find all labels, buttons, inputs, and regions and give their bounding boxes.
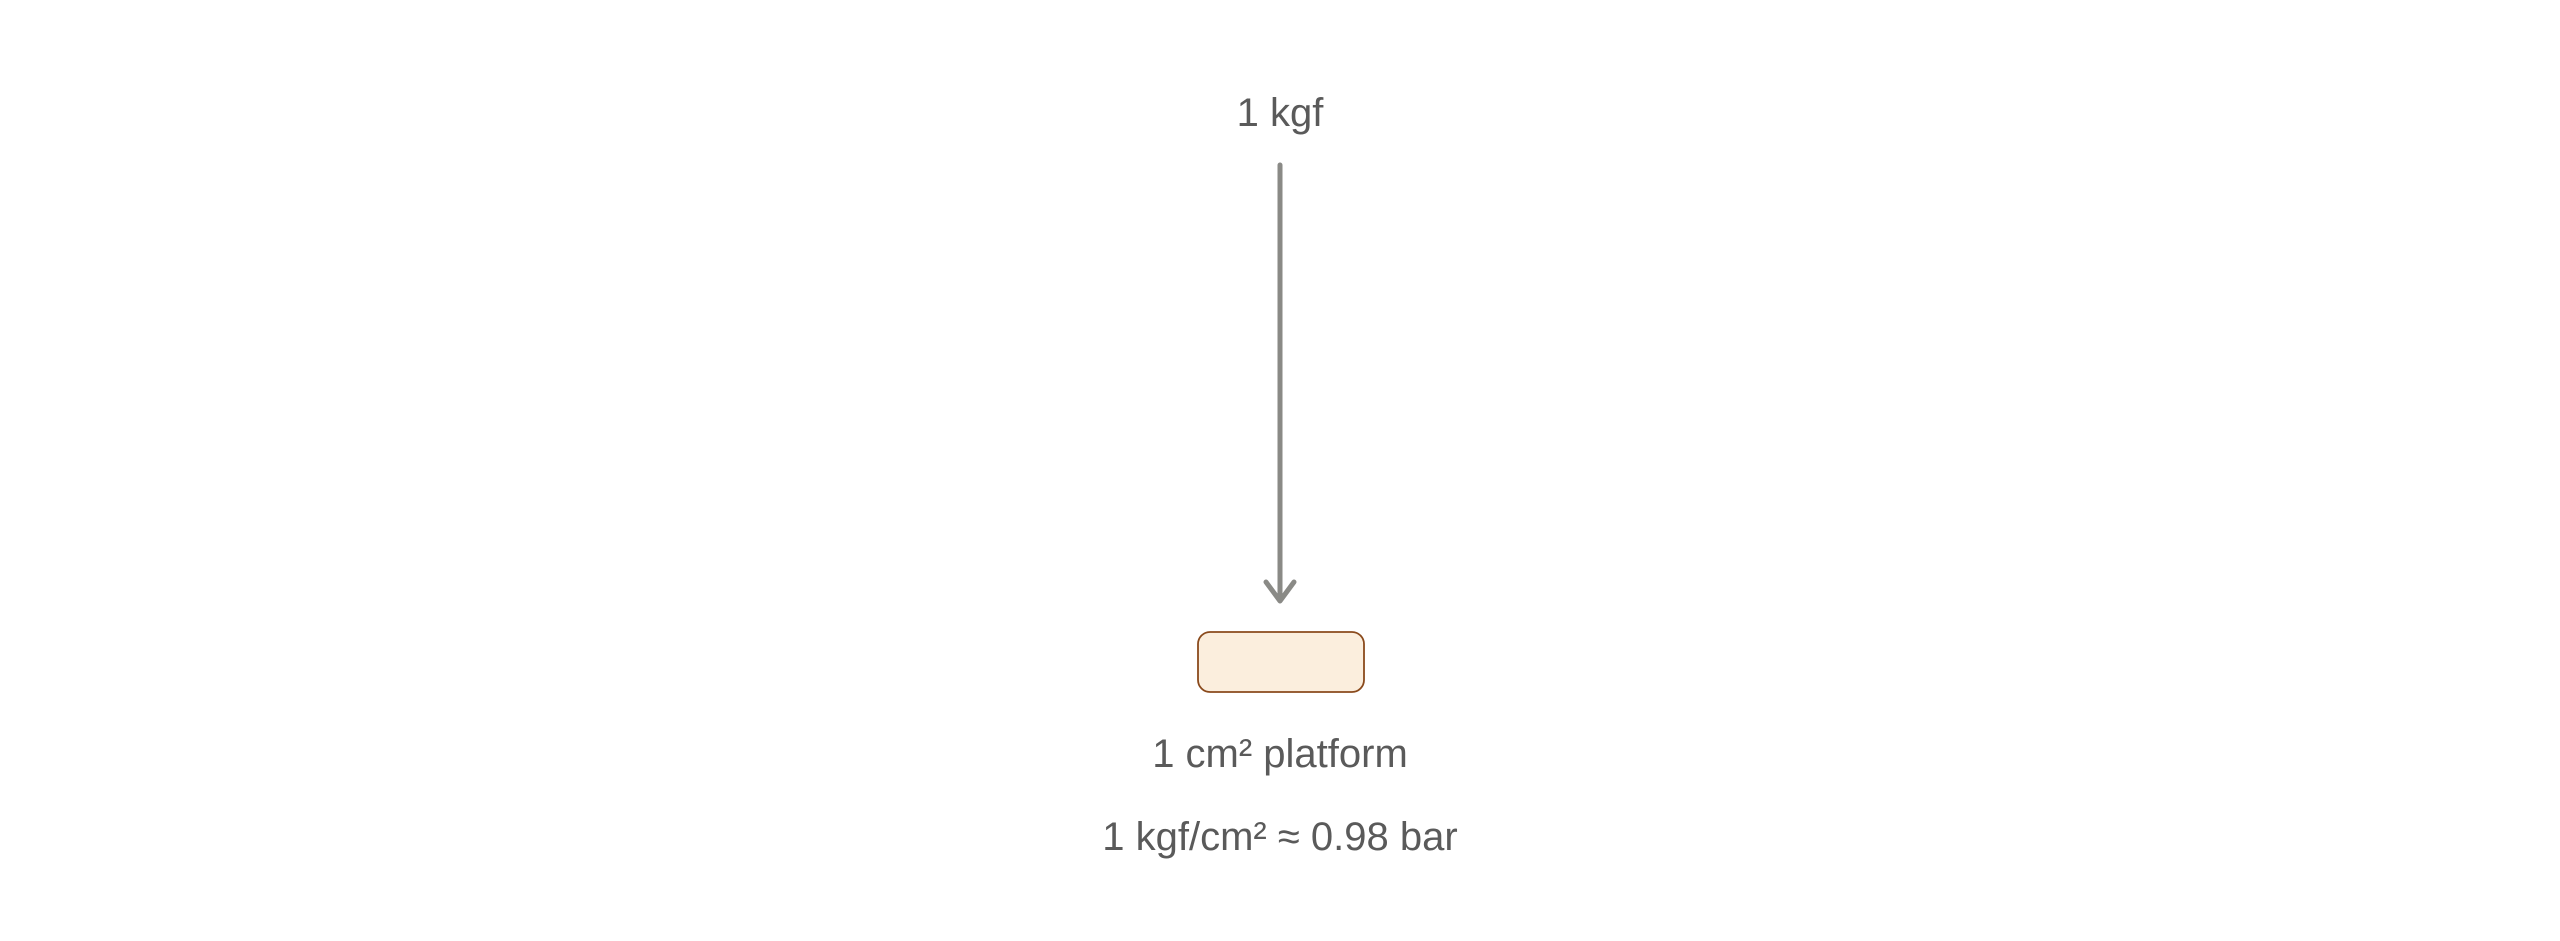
force-label: 1 kgf bbox=[1236, 91, 1324, 135]
platform bbox=[1197, 631, 1365, 693]
pressure-equivalence-label: 1 kgf/cm² ≈ 0.98 bar bbox=[1102, 815, 1458, 859]
force-arrow-head bbox=[1263, 579, 1297, 604]
platform-label: 1 cm² platform bbox=[1152, 732, 1408, 776]
